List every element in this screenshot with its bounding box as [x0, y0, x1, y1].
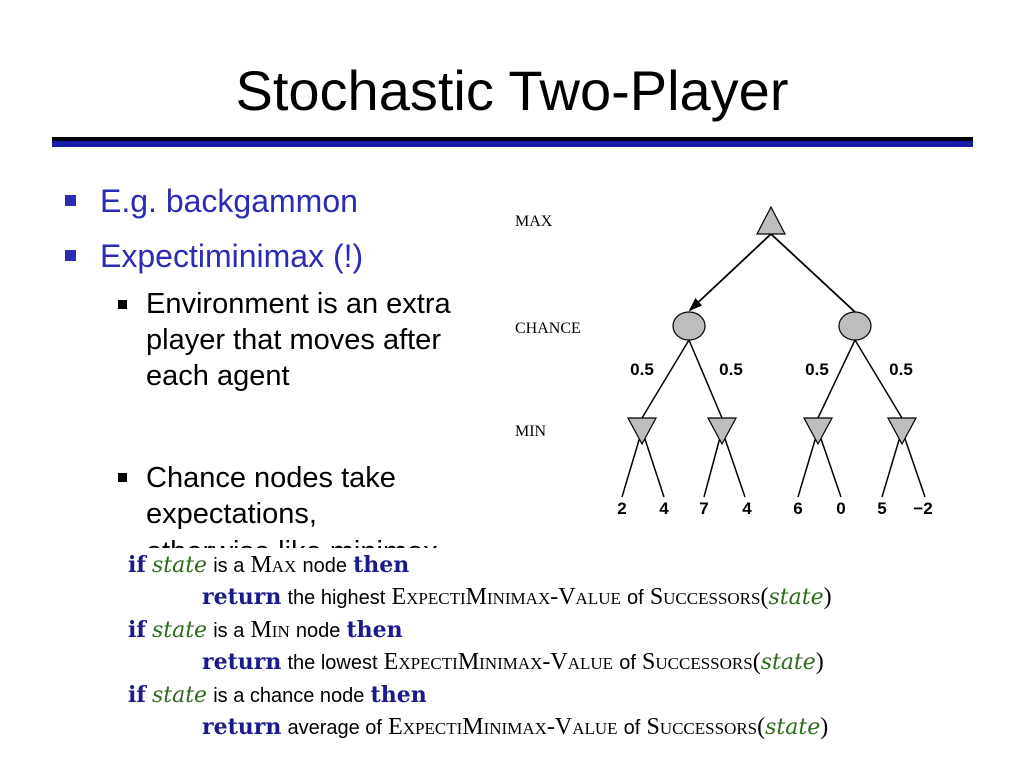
variable-state: state: [151, 618, 208, 643]
leaf-value: 5: [877, 499, 886, 518]
keyword-return: return: [202, 714, 282, 740]
function-successors: Successors: [642, 649, 753, 675]
edge-min-leaf: [621, 429, 643, 498]
text-the-highest: the highest: [287, 587, 386, 609]
bullet-expectiminimax: Expectiminimax (!): [100, 238, 364, 274]
chance-node-circle: [838, 311, 872, 341]
pseudocode-line-3: if state is a Min node then: [128, 615, 403, 645]
edge-min-leaf: [881, 429, 903, 498]
text-average-of: average of: [287, 717, 382, 739]
edge-min-leaf: [797, 429, 819, 498]
text-min: Min: [250, 617, 290, 643]
keyword-return: return: [202, 649, 282, 675]
sub-bullet-environment: Environment is an extra player that move…: [146, 288, 451, 392]
function-successors: Successors: [646, 714, 758, 740]
sub-bullet-chance-nodes: Chance nodes take expectations,: [146, 462, 396, 530]
text-is-a: is a: [213, 620, 245, 642]
clipped-line: otherwise like minimax: [146, 534, 438, 550]
text-node: node: [302, 555, 347, 577]
probability-label: 0.5: [719, 360, 743, 379]
keyword-then: then: [353, 552, 410, 578]
pseudocode-box: if state is a Max node then return the h…: [128, 548, 1008, 758]
bullet-marker: [65, 195, 76, 206]
close-paren: ): [815, 649, 824, 675]
text-of: of: [619, 652, 636, 674]
max-node-triangle: [756, 205, 786, 235]
keyword-then: then: [346, 617, 403, 643]
row-label-min: MIN: [515, 423, 547, 440]
variable-state: state: [760, 650, 816, 675]
keyword-if: if: [128, 617, 146, 643]
edge-max-right: [770, 233, 856, 313]
leaf-value: 4: [742, 499, 752, 518]
probability-label: 0.5: [889, 360, 913, 379]
edge-min-leaf: [817, 429, 842, 498]
leaf-value: 2: [617, 499, 626, 518]
bullet-marker: [65, 250, 76, 261]
text-max: Max: [250, 552, 297, 578]
open-paren: (: [752, 649, 761, 675]
edge-chance-min: [854, 339, 903, 419]
pseudocode-line-6: return average of ExpectiMinimax-Value o…: [202, 712, 828, 742]
pseudocode-line-4: return the lowest ExpectiMinimax-Value o…: [202, 647, 824, 677]
text-is-a-chance-node: is a chance node: [213, 685, 365, 707]
pseudocode-line-1: if state is a Max node then: [128, 550, 409, 580]
variable-state: state: [768, 585, 824, 610]
keyword-then: then: [370, 682, 427, 708]
min-node-triangle: [802, 417, 834, 446]
text-the-lowest: the lowest: [287, 652, 378, 674]
variable-state: state: [151, 553, 208, 578]
edge-min-leaf: [703, 429, 723, 498]
leaf-value: 0: [836, 499, 845, 518]
leaf-value: 4: [659, 499, 669, 518]
text-node: node: [295, 620, 341, 642]
keyword-if: if: [128, 552, 146, 578]
title-divider: [52, 137, 973, 147]
text-of: of: [623, 717, 641, 739]
variable-state: state: [151, 683, 208, 708]
edge-chance-min: [641, 339, 690, 419]
close-paren: ): [820, 714, 829, 740]
edge-chance-min: [817, 339, 856, 419]
pseudocode-line-2: return the highest ExpectiMinimax-Value …: [202, 582, 832, 612]
row-label-chance: CHANCE: [515, 320, 581, 337]
leaf-value: 6: [793, 499, 802, 518]
text-of: of: [627, 587, 644, 609]
edge-min-leaf: [721, 429, 746, 498]
function-successors: Successors: [649, 584, 761, 610]
function-value: ExpectiMinimax-Value: [391, 584, 621, 610]
variable-state: state: [765, 715, 821, 740]
keyword-return: return: [202, 584, 282, 610]
sub-bullet-marker: [118, 300, 127, 309]
slide-title: Stochastic Two-Player: [235, 59, 789, 122]
min-node-triangle: [886, 417, 918, 446]
leaf-value: −2: [913, 499, 932, 518]
function-value: ExpectiMinimax-Value: [383, 649, 614, 675]
open-paren: (: [760, 584, 769, 610]
probability-label: 0.5: [630, 360, 654, 379]
open-paren: (: [757, 714, 766, 740]
clipped-text-overflow: otherwise like minimax: [146, 498, 466, 550]
row-label-max: MAX: [515, 213, 553, 230]
min-node-triangle: [626, 417, 658, 446]
text-is-a: is a: [213, 555, 245, 577]
keyword-if: if: [128, 682, 146, 708]
min-node-triangle: [706, 417, 738, 446]
close-paren: ): [823, 584, 832, 610]
probability-label: 0.5: [805, 360, 829, 379]
edge-max-left: [688, 233, 772, 312]
edge-min-leaf: [641, 429, 665, 498]
pseudocode-line-5: if state is a chance node then: [128, 680, 427, 710]
chance-node-circle: [672, 311, 706, 341]
bullet-backgammon: E.g. backgammon: [100, 183, 358, 219]
sub-bullet-marker: [118, 473, 127, 482]
function-value: ExpectiMinimax-Value: [388, 714, 618, 740]
edge-chance-min: [688, 339, 723, 419]
edge-min-leaf: [901, 429, 926, 498]
leaf-value: 7: [699, 499, 708, 518]
